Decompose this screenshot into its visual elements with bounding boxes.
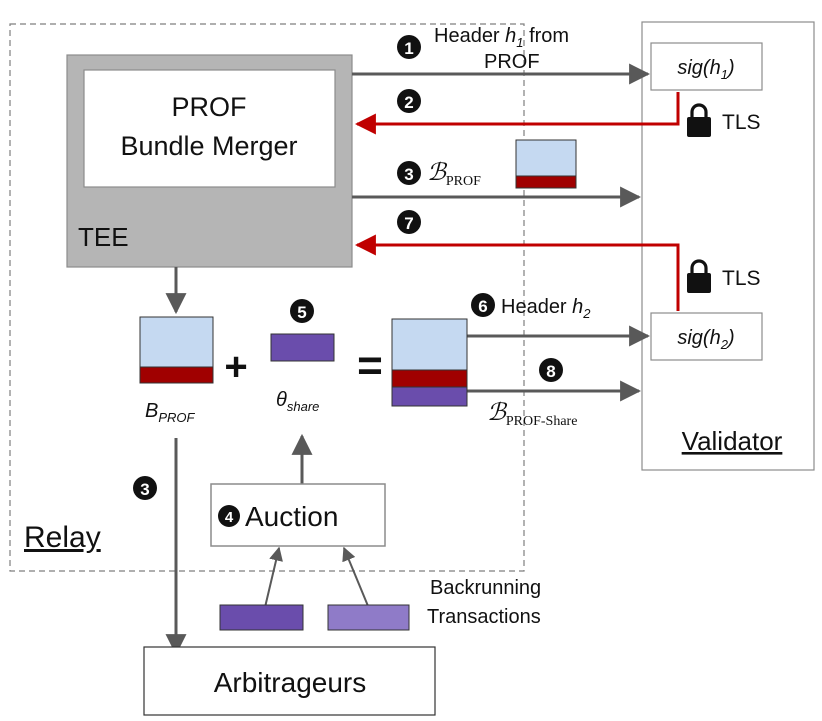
backrun-tx-2 (327, 604, 410, 631)
step-2-marker: 2 (397, 89, 421, 113)
msg6-label: Header h2 (501, 296, 591, 321)
relay-label: Relay (24, 521, 101, 554)
tls-label-2: TLS (722, 267, 761, 290)
equals-sign: = (357, 341, 383, 390)
sig-h2-label: sig(h2) (677, 327, 734, 352)
validator-label: Validator (682, 426, 783, 456)
tee-label: TEE (78, 222, 129, 252)
bprof-block-red (139, 366, 214, 384)
bprof-block-light (139, 316, 214, 368)
merged-block-red (391, 369, 468, 388)
msg1-line2: PROF (484, 51, 540, 73)
bprof-label: BPROF (145, 400, 196, 425)
arrow-step2 (354, 92, 680, 135)
plus-sign: + (224, 345, 247, 389)
merged-block-purple (391, 386, 468, 407)
svg-text:3: 3 (404, 165, 413, 184)
step-3b-marker: 3 (133, 476, 157, 500)
svg-text:1: 1 (404, 39, 413, 58)
bprof-block-small-red (515, 175, 577, 189)
arrow-step7 (354, 234, 680, 311)
svg-text:7: 7 (404, 214, 413, 233)
step-7-marker: 7 (397, 210, 421, 234)
merged-block-light (391, 318, 468, 371)
step-3-marker: 3 (397, 161, 421, 185)
bprof-block-small-light (515, 139, 577, 177)
auction-box (210, 483, 386, 547)
arbitrageurs-box (143, 646, 436, 716)
step-1-marker: 1 (397, 35, 421, 59)
step-4-marker: 4 (218, 505, 240, 527)
svg-text:4: 4 (225, 509, 234, 526)
arbitrageurs-label: Arbitrageurs (214, 667, 367, 698)
backrun-tx-1 (219, 604, 304, 631)
tls-label-1: TLS (722, 111, 761, 134)
lock-icon (687, 259, 711, 293)
step-5-marker: 5 (290, 299, 314, 323)
backrunning-line2: Transactions (427, 606, 541, 628)
msg1-line1: Header h1 from (434, 25, 569, 50)
step-8-marker: 8 (539, 358, 563, 382)
svg-text:2: 2 (404, 93, 413, 112)
backrunning-line1: Backrunning (430, 577, 541, 599)
svg-text:5: 5 (297, 303, 306, 322)
bundle-merger-line2: Bundle Merger (120, 131, 297, 161)
sig-h1-box (650, 42, 763, 91)
lock-icon (687, 103, 711, 137)
msg3-label: ℬPROF (427, 160, 481, 189)
theta-share-block (270, 333, 335, 362)
theta-share-label: θshare (276, 389, 319, 414)
arrow-backrun2-to-auction (342, 546, 369, 607)
bundle-merger-box (83, 69, 336, 188)
svg-text:3: 3 (140, 480, 149, 499)
auction-label: Auction (245, 501, 338, 532)
sig-h2-box (650, 312, 763, 361)
msg8-label: ℬPROF-Share (487, 400, 577, 429)
svg-text:8: 8 (546, 362, 555, 381)
step-6-marker: 6 (471, 293, 495, 317)
sig-h1-label: sig(h1) (677, 57, 734, 82)
bundle-merger-line1: PROF (171, 92, 246, 122)
svg-text:6: 6 (478, 297, 487, 316)
